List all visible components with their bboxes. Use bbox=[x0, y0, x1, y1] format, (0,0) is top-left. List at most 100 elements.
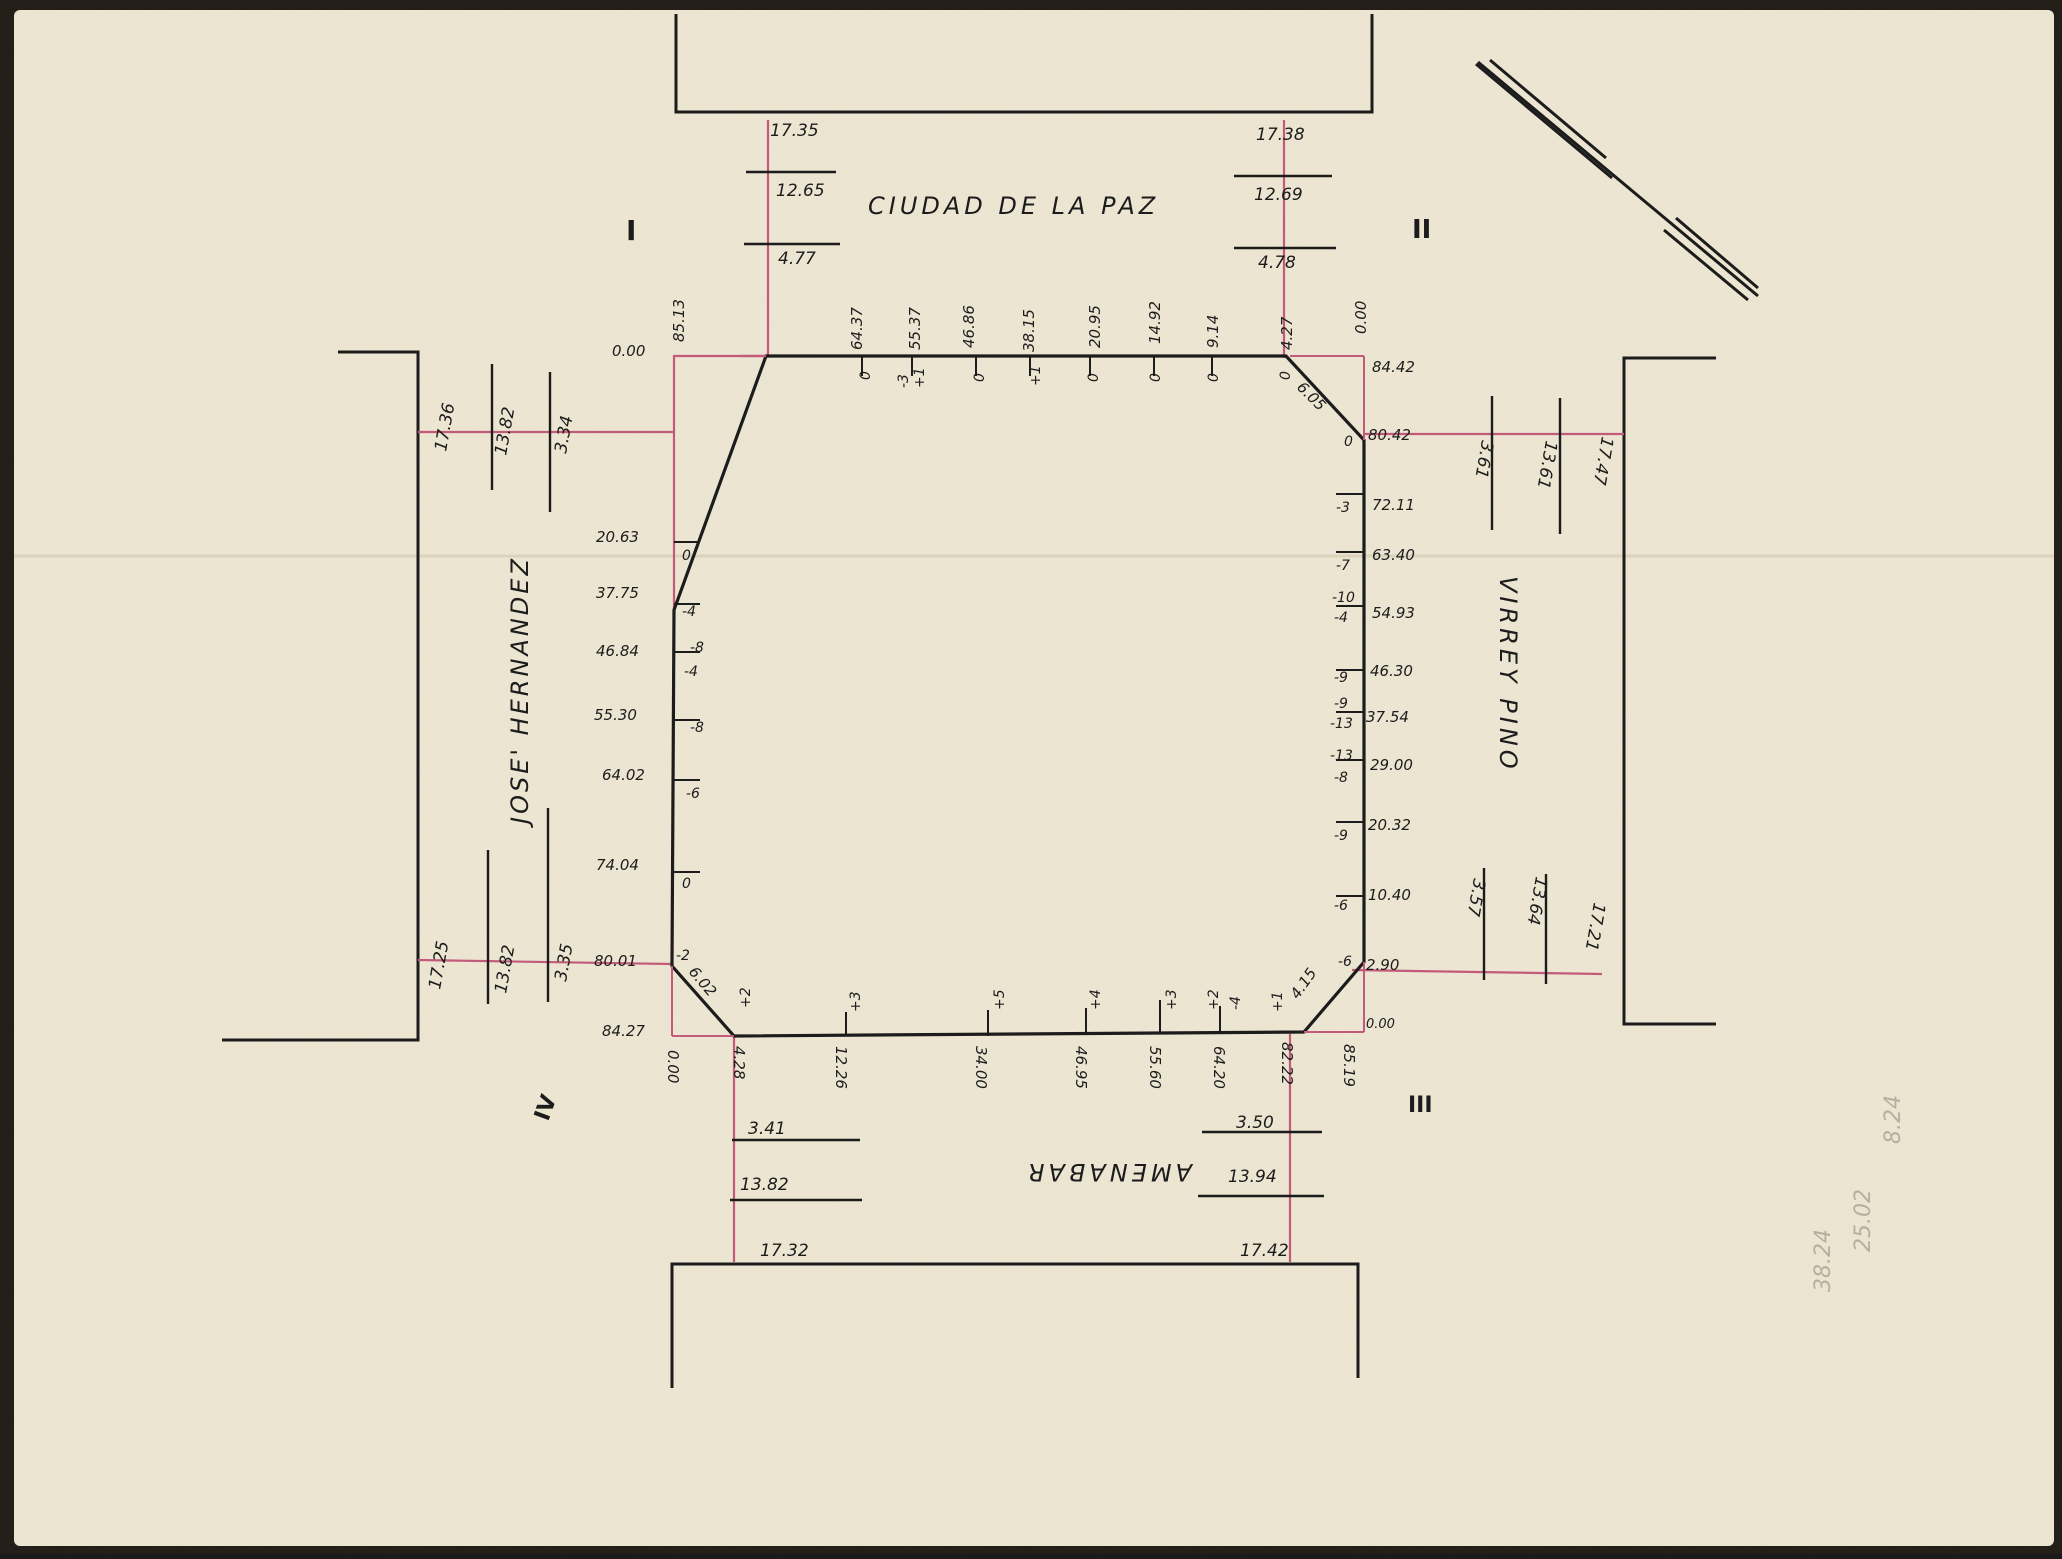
svg-text:4.27: 4.27 bbox=[1278, 316, 1296, 350]
svg-text:84.27: 84.27 bbox=[602, 1022, 645, 1040]
north-arrow-icon bbox=[1475, 58, 1759, 302]
svg-text:17.32: 17.32 bbox=[760, 1241, 809, 1261]
svg-text:-6: -6 bbox=[1334, 898, 1348, 914]
svg-text:37.75: 37.75 bbox=[596, 584, 639, 602]
svg-text:0: 0 bbox=[682, 876, 691, 892]
svg-text:80.42: 80.42 bbox=[1368, 426, 1411, 444]
svg-text:-13: -13 bbox=[1330, 748, 1353, 764]
svg-text:+3: +3 bbox=[1164, 989, 1180, 1010]
svg-text:-7: -7 bbox=[1336, 558, 1350, 574]
south-block bbox=[670, 1262, 1360, 1388]
svg-text:64.02: 64.02 bbox=[602, 766, 645, 784]
east-block bbox=[1622, 356, 1716, 1026]
svg-text:74.04: 74.04 bbox=[596, 856, 639, 874]
corner-label-1: I bbox=[626, 214, 636, 247]
svg-text:85.19: 85.19 bbox=[1340, 1044, 1358, 1087]
paper-texture bbox=[14, 10, 2054, 1546]
west-block bbox=[222, 350, 420, 1042]
svg-text:8.24: 8.24 bbox=[1881, 1095, 1906, 1144]
svg-text:13.94: 13.94 bbox=[1228, 1167, 1277, 1187]
adjacent-blocks bbox=[222, 14, 1716, 1388]
svg-text:0: 0 bbox=[1344, 434, 1353, 450]
svg-text:9.14: 9.14 bbox=[1204, 315, 1222, 348]
svg-text:+2: +2 bbox=[1206, 989, 1222, 1010]
svg-text:46.30: 46.30 bbox=[1370, 662, 1413, 680]
svg-text:10.40: 10.40 bbox=[1368, 886, 1411, 904]
svg-text:4.78: 4.78 bbox=[1258, 253, 1296, 273]
svg-text:3.50: 3.50 bbox=[1236, 1113, 1274, 1133]
north-block bbox=[674, 14, 1374, 114]
svg-text:0: 0 bbox=[1206, 373, 1222, 382]
svg-text:25.02: 25.02 bbox=[1851, 1189, 1876, 1252]
svg-text:-2: -2 bbox=[676, 948, 690, 964]
svg-text:-4: -4 bbox=[684, 664, 698, 680]
svg-text:-3: -3 bbox=[1336, 500, 1350, 516]
north-side-stations: 0.00 85.13 64.37 55.37 46.86 38.15 20.95… bbox=[612, 299, 1370, 360]
svg-text:12.65: 12.65 bbox=[776, 181, 825, 201]
svg-text:-8: -8 bbox=[1334, 770, 1348, 786]
street-east-label: VIRREY PINO bbox=[1494, 576, 1522, 773]
svg-text:85.13: 85.13 bbox=[670, 299, 688, 342]
svg-text:-13: -13 bbox=[1330, 716, 1353, 732]
svg-text:0: 0 bbox=[682, 548, 691, 564]
south-side-levels: +2 +3 +5 +4 +3 +2 -4 +1 bbox=[738, 987, 1286, 1012]
svg-text:55.30: 55.30 bbox=[594, 706, 637, 724]
svg-text:55.37: 55.37 bbox=[906, 307, 924, 350]
svg-text:46.86: 46.86 bbox=[960, 305, 978, 348]
svg-text:63.40: 63.40 bbox=[1372, 546, 1415, 564]
svg-text:-9: -9 bbox=[1334, 670, 1348, 686]
west-side-levels: 0 -4 -8 -4 -8 -6 0 -2 bbox=[676, 548, 704, 964]
svg-text:55.60: 55.60 bbox=[1146, 1046, 1164, 1089]
svg-text:0: 0 bbox=[1148, 373, 1164, 382]
street-north-label: CIUDAD DE LA PAZ bbox=[868, 192, 1159, 220]
svg-text:-4: -4 bbox=[682, 604, 696, 620]
svg-text:17.42: 17.42 bbox=[1240, 1241, 1289, 1261]
svg-text:3.41: 3.41 bbox=[748, 1119, 786, 1139]
svg-text:0.00: 0.00 bbox=[612, 342, 645, 360]
svg-text:84.42: 84.42 bbox=[1372, 358, 1415, 376]
offset-ticks bbox=[486, 170, 1562, 1202]
svg-text:+2: +2 bbox=[738, 987, 754, 1008]
south-side-stations: 0.00 4.28 12.26 34.00 46.95 55.60 64.20 … bbox=[664, 1042, 1358, 1089]
svg-text:20.32: 20.32 bbox=[1368, 816, 1411, 834]
corner-label-2: II bbox=[1412, 215, 1431, 245]
margin-pencil-note: 8.24 25.02 38.24 bbox=[1811, 1095, 1906, 1292]
svg-text:-6: -6 bbox=[686, 786, 700, 802]
svg-text:+1: +1 bbox=[912, 367, 928, 388]
north-side-levels: 0 -3 +1 0 +1 0 0 0 0 bbox=[858, 365, 1294, 388]
svg-text:0: 0 bbox=[972, 373, 988, 382]
svg-text:38.15: 38.15 bbox=[1020, 309, 1038, 352]
svg-text:46.95: 46.95 bbox=[1072, 1046, 1090, 1089]
svg-text:-9: -9 bbox=[1334, 696, 1348, 712]
svg-text:0: 0 bbox=[858, 371, 874, 380]
svg-text:54.93: 54.93 bbox=[1372, 604, 1415, 622]
svg-text:82.22: 82.22 bbox=[1278, 1042, 1296, 1085]
svg-text:0.00: 0.00 bbox=[1366, 1017, 1395, 1032]
svg-text:29.00: 29.00 bbox=[1370, 756, 1413, 774]
svg-text:-9: -9 bbox=[1334, 828, 1348, 844]
svg-text:20.63: 20.63 bbox=[596, 528, 639, 546]
svg-text:-8: -8 bbox=[690, 640, 704, 656]
svg-text:64.37: 64.37 bbox=[848, 307, 866, 350]
svg-text:-4: -4 bbox=[1334, 610, 1348, 626]
svg-text:+1: +1 bbox=[1028, 365, 1044, 386]
svg-text:2.90: 2.90 bbox=[1366, 956, 1399, 974]
svg-text:0: 0 bbox=[1278, 371, 1294, 380]
south-offset-values: 3.41 13.82 17.32 3.50 13.94 17.42 bbox=[740, 1113, 1289, 1261]
svg-text:12.26: 12.26 bbox=[832, 1046, 850, 1089]
svg-text:12.69: 12.69 bbox=[1254, 185, 1303, 205]
svg-text:0: 0 bbox=[1086, 373, 1102, 382]
svg-text:14.92: 14.92 bbox=[1146, 301, 1164, 344]
svg-text:+4: +4 bbox=[1088, 989, 1104, 1010]
svg-text:72.11: 72.11 bbox=[1372, 496, 1415, 514]
street-south-label: AMENABAR bbox=[1024, 1158, 1194, 1186]
svg-text:80.01: 80.01 bbox=[594, 952, 637, 970]
svg-text:-3: -3 bbox=[896, 374, 912, 388]
svg-text:-6: -6 bbox=[1338, 954, 1352, 970]
svg-text:+5: +5 bbox=[992, 989, 1008, 1010]
street-west-label: JOSE' HERNANDEZ bbox=[506, 556, 534, 828]
svg-text:0.00: 0.00 bbox=[1352, 301, 1370, 334]
svg-text:46.84: 46.84 bbox=[596, 642, 639, 660]
